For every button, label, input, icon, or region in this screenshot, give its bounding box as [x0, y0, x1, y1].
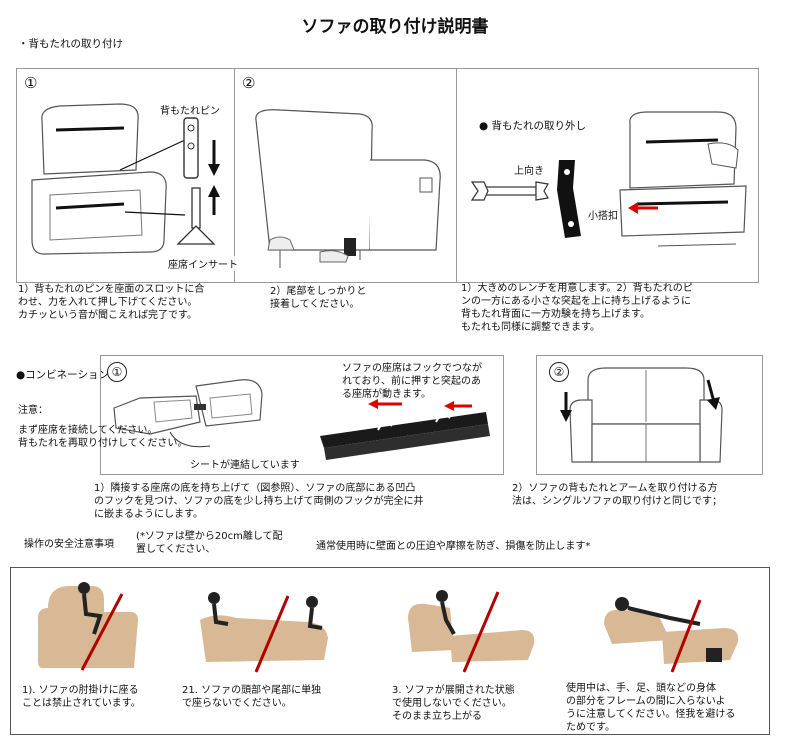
caption-line: 接着してください。: [270, 299, 360, 310]
note-line: 置してください、: [136, 544, 216, 555]
caption-line: 2）尾部をしっかりと: [270, 286, 367, 297]
safety-panel: [10, 567, 770, 735]
hook-rail-icon: [320, 412, 490, 460]
note-text: まず座席を接続してください。 背もたれを再取り付けしてください。: [18, 424, 187, 450]
combination-step2-caption: 2）ソファの背もたれとアームを取り付ける方 法は、シングルソファの取り付けと同じ…: [512, 482, 722, 508]
caption-line: で座らないでください。: [182, 698, 292, 709]
caption-line: のフックを見つけ、ソファの底を少し持ち上げて両側のフックが完全に井: [94, 496, 424, 507]
note-line: まず座席を接続してください。: [18, 425, 158, 436]
caption-line: 21. ソファの頭部や尾部に単独: [182, 685, 322, 696]
divider: [234, 68, 235, 283]
arrow-down-icon: [560, 392, 572, 422]
caption-line: ためです。: [566, 722, 615, 733]
safety-heading: 操作の安全注意事項: [24, 539, 114, 550]
backrest-pin-icon: [183, 117, 199, 179]
seat-connected-label: シートが連結しています: [190, 456, 300, 471]
wrench-icon: [470, 181, 549, 201]
note-line: る座席が動きます。: [342, 389, 431, 400]
arrow-up-icon: [208, 185, 220, 215]
arrow-down-icon: [706, 379, 720, 410]
caption-line: 1）背もたれのピンを座面のスロットに合: [18, 284, 205, 295]
safety-item-caption: 3. ソファが展開された状態 で使用しないでください。 そのまま立ち上がる: [392, 684, 515, 723]
caption-line: ことは禁止されています。: [22, 698, 141, 709]
caption-line: で使用しないでください。: [392, 698, 512, 709]
combination-panel-2: [536, 355, 763, 475]
caption-line: の部分をフレームの間に入らないよ: [566, 696, 726, 707]
caption-line: ンの一方にある小さな突起を上に持ち上げるように: [461, 296, 691, 307]
combination-panel-1: [100, 355, 504, 475]
caption-line: 法は、シングルソファの取り付けと同じです；: [512, 496, 722, 507]
note-label: 注意：: [18, 405, 48, 416]
bracket-icon: [557, 160, 581, 238]
wall-note: (*ソファは壁から20cm離して配 置してください、: [136, 530, 283, 556]
step-number: ②: [549, 362, 569, 382]
caption-line: うに注意してください。怪我を避ける: [566, 709, 736, 720]
recliner-sketch-step1: [31, 103, 186, 255]
step2-caption: 2）尾部をしっかりと 接着してください。: [270, 285, 366, 311]
armrest-sitting-warning-icon: [38, 582, 138, 671]
caption-line: 1). ソファの肘掛けに座る: [22, 685, 139, 696]
wall-note-tail: 通常使用時に壁面との圧迫や摩擦を防ぎ、損傷を防止します*: [316, 541, 591, 552]
small-hook-label: 小搭扣: [588, 207, 618, 222]
removal-heading-text: 背もたれの取り外し: [491, 120, 587, 132]
note-line: ソファの座席はフックでつなが: [342, 363, 482, 374]
safety-item-caption: 使用中は、手、足、頭などの身体 の部分をフレームの間に入らないよ うに注意してく…: [566, 682, 735, 734]
page-title: ソファの取り付け説明書: [301, 17, 489, 37]
recliner-back-sketch: [255, 109, 441, 268]
seat-insert-icon: [176, 187, 216, 245]
backrest-heading: ・背もたれの取り付け: [18, 38, 123, 50]
head-tail-sitting-warning-icon: [200, 592, 328, 673]
seat-insert-label: 座席インサート: [168, 256, 238, 271]
backrest-panel: [16, 68, 759, 283]
caption-line: 1）大きめのレンチを用意します。2）背もたれのピ: [461, 283, 693, 294]
expanded-standing-warning-icon: [408, 590, 535, 673]
caption-line: 使用中は、手、足、頭などの身体: [566, 683, 716, 694]
note-line: (*ソファは壁から20cm離して配: [136, 531, 283, 542]
note-line: 背もたれを再取り付けしてください。: [18, 438, 188, 449]
removal-caption: 1）大きめのレンチを用意します。2）背もたれのピ ンの一方にある小さな突起を上に…: [461, 282, 693, 334]
step-number: ①: [107, 362, 127, 382]
combination-heading: ●コンビネーション: [16, 369, 109, 381]
caption-line: 2）ソファの背もたれとアームを取り付ける方: [512, 483, 718, 494]
pin-label: 背もたれピン: [160, 102, 220, 117]
red-arrow-left-icon: [628, 202, 658, 214]
divider: [456, 68, 457, 283]
caption-line: 背もたれ背面に一方劝験を持ち上げます。: [461, 309, 650, 320]
red-arrow-left-icon: [368, 399, 402, 409]
arrow-down-icon: [208, 140, 220, 176]
note-line: れており、前に押すと突起のあ: [342, 376, 481, 387]
body-parts-frame-warning-icon: [604, 597, 739, 673]
step-number: ②: [242, 74, 256, 92]
caption-line: 1）隣接する座席の底を持ち上げて（図参照）、ソファの底部にある凹凸: [94, 483, 416, 494]
up-label: 上向き: [514, 162, 544, 177]
caption-line: カチッという音が聞こえれば完了です。: [18, 310, 197, 321]
combination-step1-caption: 1）隣接する座席の底を持ち上げて（図参照）、ソファの底部にある凹凸 のフックを見…: [94, 482, 424, 521]
hook-note: ソファの座席はフックでつなが れており、前に押すと突起のあ る座席が動きます。: [342, 362, 482, 401]
step-number: ①: [24, 74, 38, 92]
caption-line: に嵌まるようにします。: [94, 509, 203, 520]
two-seat-sofa-sketch: [569, 367, 723, 463]
caption-line: もたれも同様に調整できます。: [461, 322, 600, 333]
caption-line: そのまま立ち上がる: [392, 711, 482, 722]
connected-seats-sketch: [113, 379, 263, 448]
caption-line: 3. ソファが展開された状態: [392, 685, 515, 696]
removal-heading: ● 背もたれの取り外し: [479, 120, 587, 132]
caption-line: わせ、力を入れて押し下げてください。: [18, 297, 198, 308]
red-arrow-left-icon: [444, 401, 472, 411]
recliner-side-sketch: [619, 111, 747, 247]
safety-item-caption: 21. ソファの頭部や尾部に単独 で座らないでください。: [182, 684, 321, 710]
safety-item-caption: 1). ソファの肘掛けに座る ことは禁止されています。: [22, 684, 141, 710]
step1-caption: 1）背もたれのピンを座面のスロットに合 わせ、力を入れて押し下げてください。 カ…: [18, 283, 204, 322]
